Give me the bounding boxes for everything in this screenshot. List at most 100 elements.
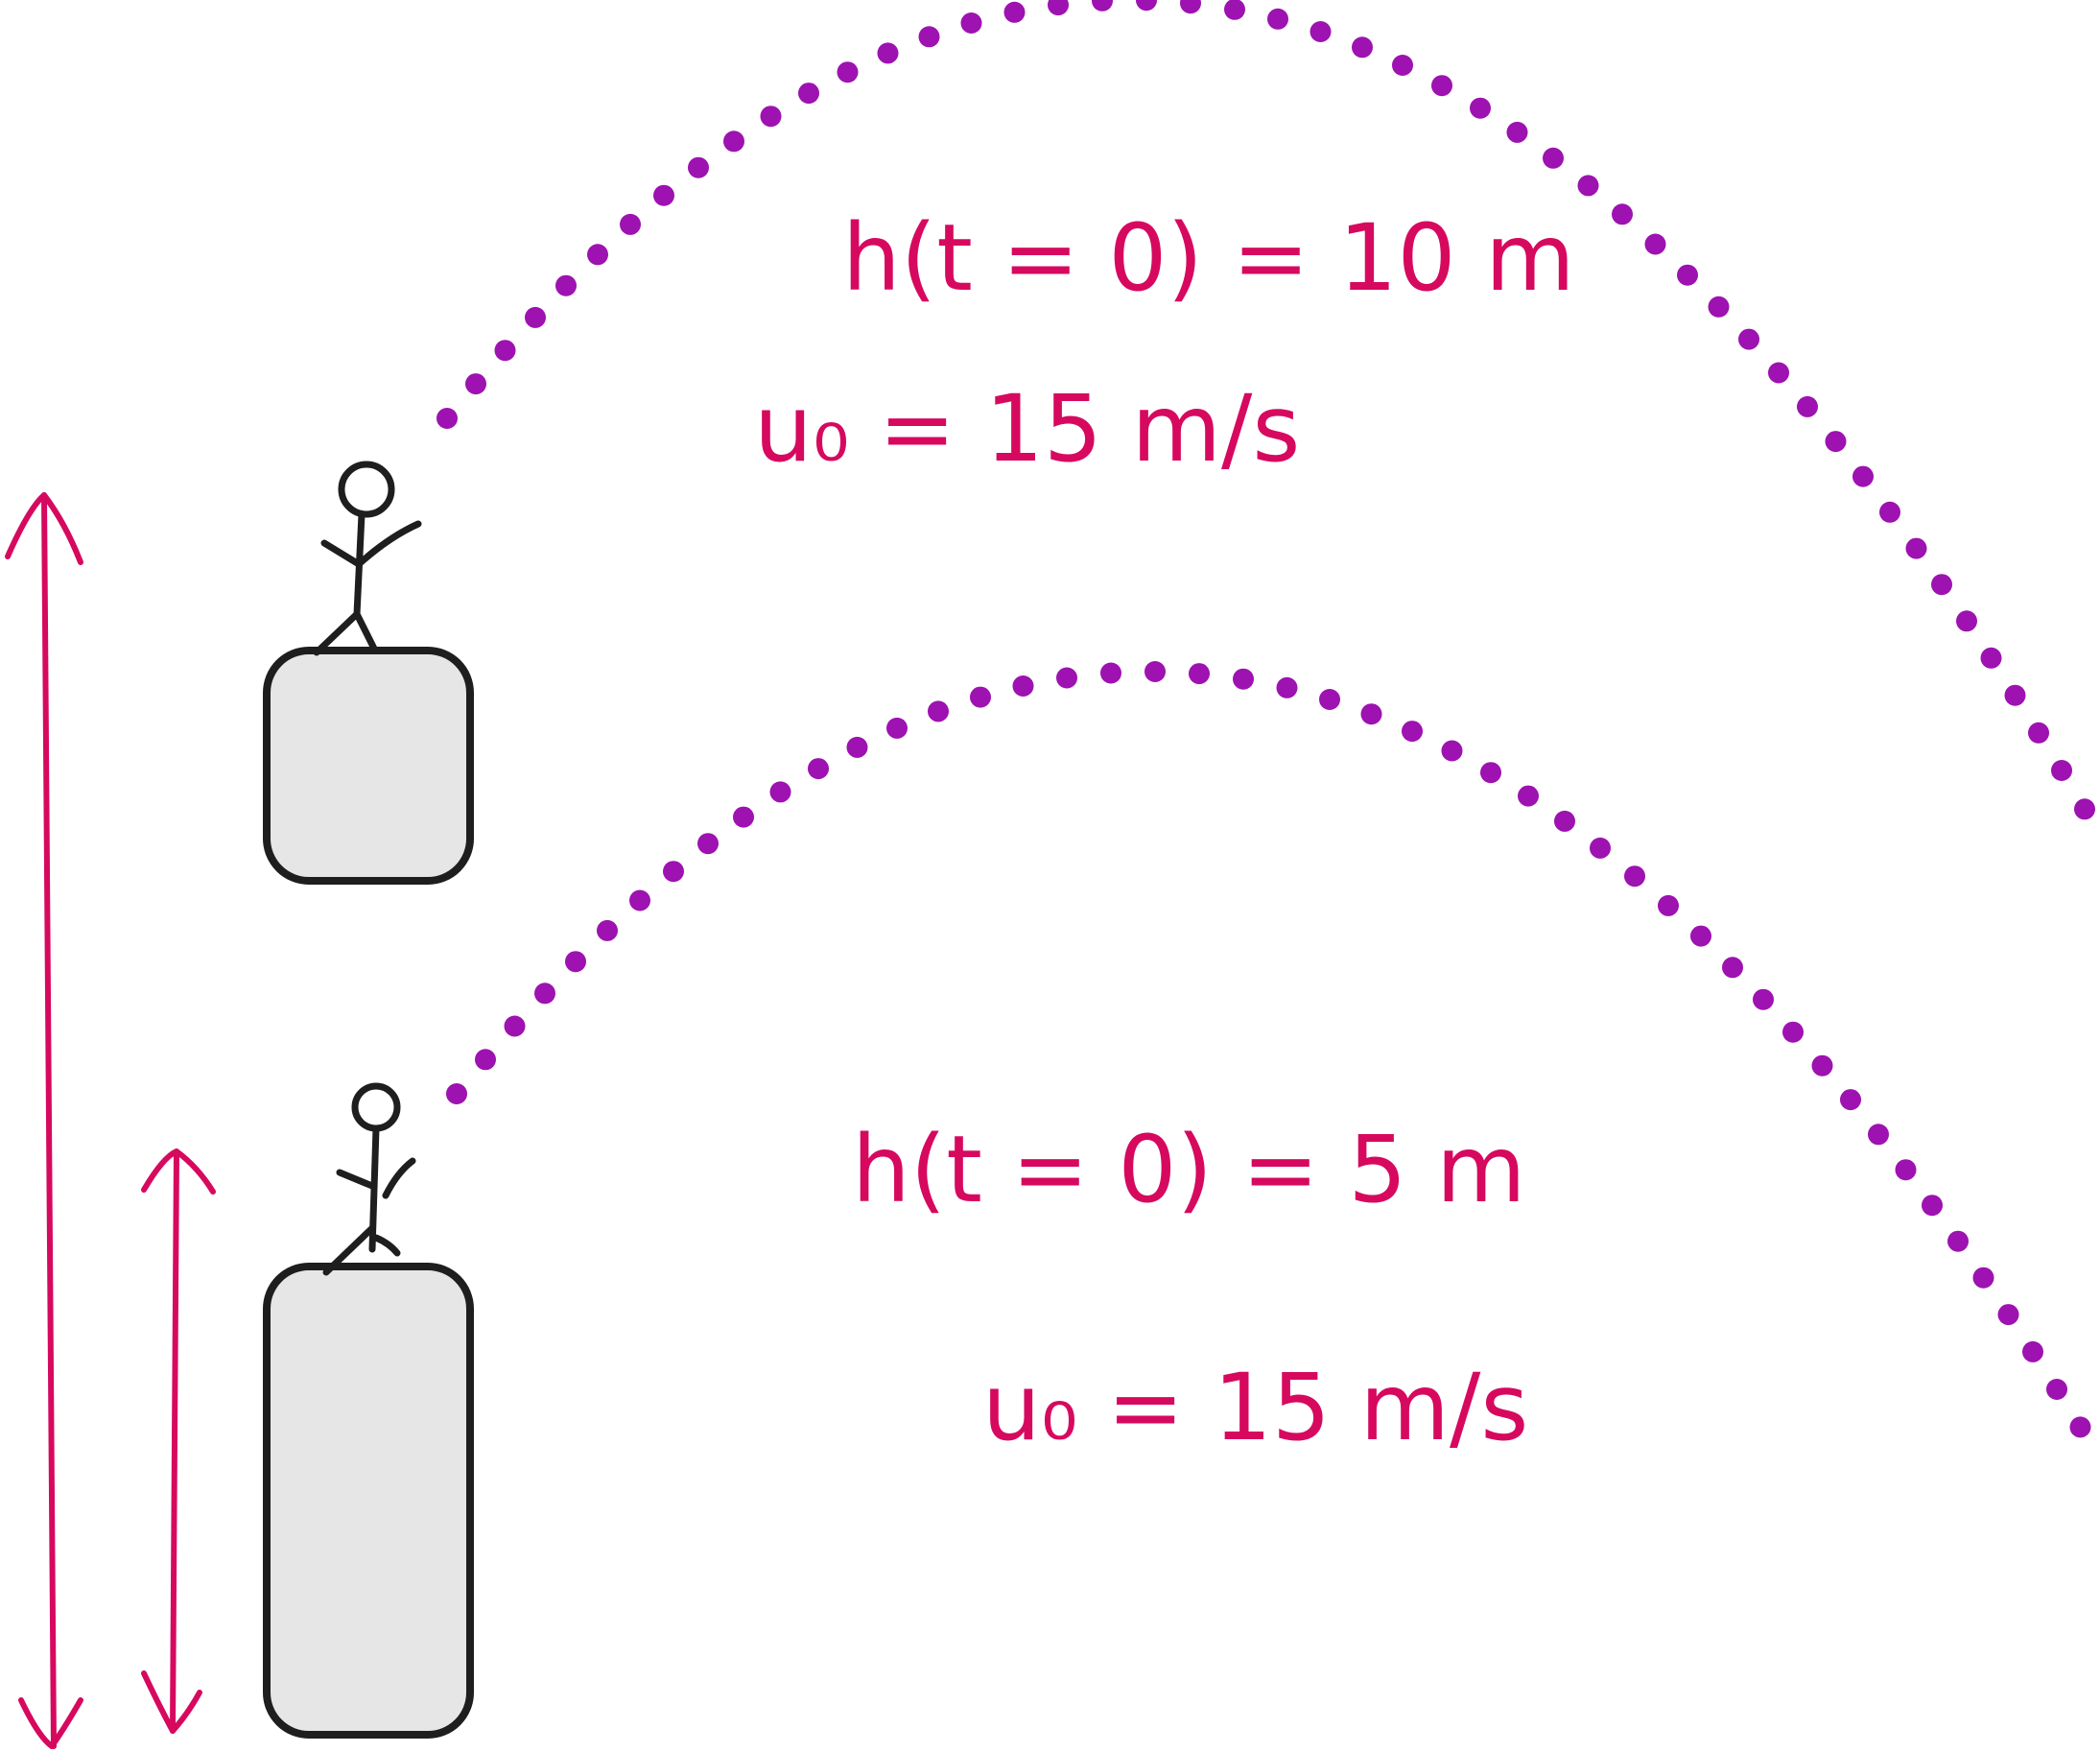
stick-figure-bottom-arms	[336, 1157, 416, 1199]
trajectory-dot	[960, 12, 982, 34]
trajectory-dot	[565, 951, 586, 973]
trajectory-dot	[1738, 328, 1759, 350]
trajectory-dot	[1048, 0, 1069, 16]
trajectory-dot	[1708, 296, 1730, 318]
trajectory-dot	[620, 213, 641, 235]
trajectory-dot	[723, 130, 744, 153]
trajectory-dot	[1470, 97, 1491, 119]
trajectory-dot	[629, 889, 650, 912]
trajectory-dot	[1392, 55, 1413, 76]
trajectory-dot	[1797, 395, 1818, 417]
height-arrow-top	[5, 492, 83, 1749]
height-arrow-bottom	[141, 1148, 216, 1734]
trajectory-dot	[2004, 684, 2026, 706]
trajectory-dot	[1224, 0, 1245, 20]
trajectory-dot	[1879, 501, 1900, 523]
trajectory-dot	[846, 736, 868, 758]
trajectory-dot	[663, 861, 684, 883]
trajectory-dot	[1931, 574, 1952, 596]
trajectory-dot	[688, 156, 709, 178]
building-block-top	[263, 647, 474, 885]
trajectory-dot	[1905, 537, 1927, 559]
trajectory-dot	[504, 1015, 526, 1037]
trajectory-dot	[1189, 663, 1210, 685]
trajectory-dot	[1003, 1, 1026, 23]
trajectory-bottom	[446, 661, 2091, 1438]
trajectory-dot	[1972, 1267, 1994, 1289]
trajectory-dot	[1690, 925, 1711, 947]
trajectory-dot	[1980, 647, 2002, 669]
trajectory-dot	[769, 781, 791, 803]
trajectory-dot	[1012, 675, 1034, 697]
trajectory-dot	[465, 373, 486, 395]
trajectory-dot	[1100, 662, 1121, 684]
stick-figure-top-legs	[313, 610, 378, 656]
trajectory-dot	[2051, 760, 2072, 781]
stick-figure-top-arms	[320, 520, 422, 568]
building-block-bottom	[263, 1263, 474, 1739]
trajectory-dot	[1543, 147, 1564, 169]
trajectory-dot	[886, 717, 908, 739]
trajectory-dot	[1852, 465, 1874, 487]
trajectory-dot	[1144, 661, 1166, 682]
velocity-label-top: u₀ = 15 m/s	[754, 375, 1300, 483]
trajectory-dot	[760, 106, 782, 128]
trajectory-dot	[1136, 0, 1157, 12]
trajectory-dot	[1825, 431, 1847, 453]
height-arrow-bottom-head-down	[141, 1670, 202, 1734]
trajectory-dot	[494, 340, 516, 362]
trajectory-dot	[1506, 121, 1528, 143]
stick-figure-bottom	[322, 1082, 416, 1276]
trajectory-dot	[525, 306, 546, 328]
trajectory-dot	[1895, 1159, 1917, 1181]
trajectory-dot	[2074, 798, 2095, 820]
stick-figure-bottom-head	[351, 1082, 401, 1132]
trajectory-dot	[697, 833, 719, 855]
height-arrow-bottom-shaft	[170, 1148, 179, 1734]
trajectory-dot	[798, 83, 819, 105]
trajectory-top	[437, 0, 2095, 820]
trajectory-dot	[587, 244, 608, 266]
trajectory-dot	[437, 408, 458, 429]
trajectory-dot	[1947, 1230, 1969, 1252]
trajectory-dot	[808, 758, 829, 780]
trajectory-dot	[1402, 721, 1423, 743]
trajectory-dot	[1590, 837, 1611, 859]
trajectory-dot	[837, 61, 859, 83]
trajectory-dot	[1092, 0, 1113, 12]
height-label-bottom: h(t = 0) = 5 m	[852, 1116, 1526, 1223]
trajectory-dot	[475, 1049, 496, 1071]
trajectory-dot	[2046, 1379, 2067, 1400]
trajectory-dot	[877, 42, 899, 64]
trajectory-dot	[1554, 810, 1575, 832]
height-arrow-top-head-down	[18, 1697, 83, 1749]
trajectory-dot	[1352, 36, 1373, 59]
trajectory-dot	[1811, 1054, 1833, 1077]
trajectory-dot	[1276, 676, 1298, 698]
height-label-top: h(t = 0) = 10 m	[842, 204, 1575, 312]
trajectory-dot	[653, 184, 674, 206]
trajectory-dot	[1840, 1089, 1861, 1111]
trajectory-dot	[2028, 722, 2049, 744]
trajectory-dot	[1922, 1195, 1943, 1217]
trajectory-dot	[1644, 233, 1666, 255]
trajectory-dot	[1753, 988, 1774, 1010]
trajectory-dot	[555, 274, 577, 296]
trajectory-dot	[1722, 957, 1743, 979]
trajectory-dot	[1997, 1304, 2019, 1326]
trajectory-dot	[733, 806, 754, 828]
trajectory-dot	[918, 26, 940, 48]
trajectory-dot	[1624, 865, 1645, 888]
velocity-label-bottom: u₀ = 15 m/s	[982, 1354, 1528, 1461]
trajectory-dot	[1577, 175, 1599, 197]
trajectory-dot	[446, 1083, 467, 1104]
trajectory-dot	[1360, 703, 1382, 725]
trajectory-dot	[1768, 362, 1789, 384]
trajectory-dot	[1868, 1124, 1889, 1146]
height-arrow-top-head-up	[5, 492, 83, 565]
height-arrow-bottom-head-up	[141, 1148, 216, 1195]
trajectory-dot	[534, 983, 555, 1005]
trajectory-dot	[1518, 785, 1539, 807]
trajectory-dot	[1658, 894, 1679, 916]
